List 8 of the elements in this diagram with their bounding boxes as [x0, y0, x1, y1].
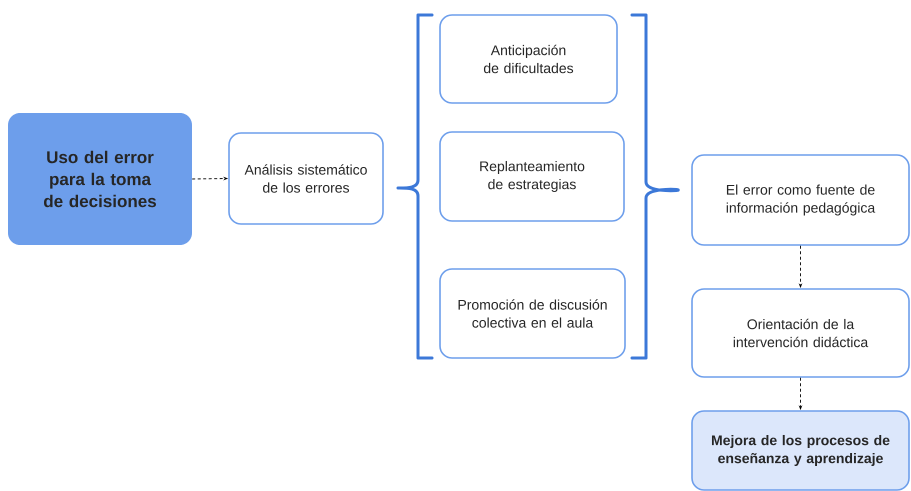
process-box: Replanteamiento de estrategias — [439, 131, 625, 222]
start-box: Uso del error para la toma de decisiones — [8, 113, 192, 245]
process-box: El error como fuente de información pedagógica — [691, 154, 910, 246]
process-box: Análisis sistemático de los errores — [228, 132, 384, 225]
process-box: Orientación de la intervención didáctica — [691, 288, 910, 378]
process-box: Promoción de discusión colectiva en el aula — [439, 268, 626, 359]
result-box: Mejora de los procesos de enseñanza y aprendizaje — [691, 410, 910, 491]
process-box: Anticipación de dificultades — [439, 14, 618, 104]
